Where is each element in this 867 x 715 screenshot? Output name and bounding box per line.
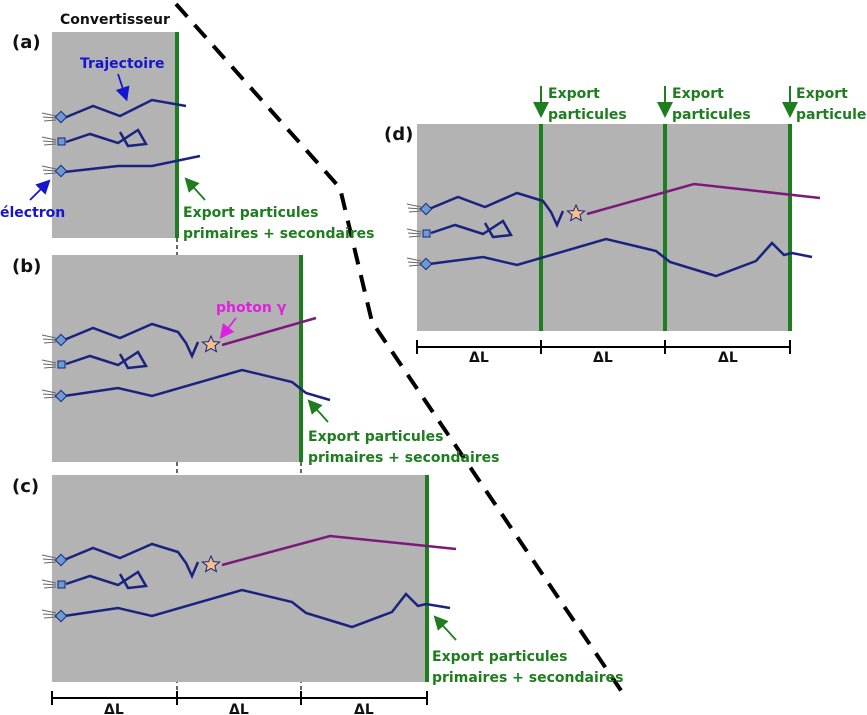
photon-star-icon [566,203,586,222]
electron-icon [406,228,431,238]
track-b-3 [63,368,331,402]
trajectoire-label: Trajectoire [80,56,164,72]
delta-l-label: ΔL [229,702,249,715]
delta-l-label: ΔL [104,702,124,715]
export-arrow-c [433,615,457,641]
track-c-photon [221,534,457,567]
panel-c [41,475,457,682]
panel-b [41,255,331,462]
panel-b-label: (b) [12,256,41,277]
panel-c-label: (c) [12,476,39,497]
panel-d-scale: ΔL ΔL ΔL [416,340,791,366]
delta-l-label: ΔL [718,350,738,366]
delta-l-label: ΔL [593,350,613,366]
converter-block-b [52,255,301,462]
electron-icon [406,257,433,271]
track-c-3 [63,588,451,629]
track-d-2 [430,219,514,239]
electron-icon [41,609,68,623]
track-b-photon [221,316,317,347]
trajectoire-arrow [115,73,130,102]
delta-l-label: ΔL [469,350,489,366]
photon-label: photon γ [216,300,287,316]
track-d-3 [428,237,813,278]
track-b-1 [63,322,200,360]
electron-icon [41,553,68,567]
panel-a-label: (a) [12,32,41,53]
panel-d [406,124,821,331]
track-c-2 [65,570,149,590]
panel-a [41,32,201,238]
electron-icon [41,333,68,347]
delta-l-label: ΔL [354,702,374,715]
electron-icon [41,579,66,589]
export-arrow-b [307,399,329,423]
track-d-1 [428,191,565,229]
export-label-c-line1: Export particules [432,649,567,665]
bottom-scale: ΔL ΔL ΔL [51,691,428,715]
export-d-3-line2: particules [796,107,867,123]
electron-icon [41,164,68,178]
export-label-c-line2: primaires + secondaires [432,670,623,686]
track-d-photon [586,182,821,216]
export-arrow-a [184,177,206,201]
export-d-1-line2: particules [548,107,627,123]
electron-icon [41,389,68,403]
electron-arrow [29,179,51,201]
photon-star-icon [201,554,221,573]
panel-d-label: (d) [384,124,413,145]
photon-arrow [219,317,237,339]
export-label-a-line2: primaires + secondaires [183,226,374,242]
electron-label: électron [0,205,65,221]
converter-title: Convertisseur [60,12,170,28]
export-d-2-line1: Export [672,86,724,102]
track-b-2 [65,350,149,370]
photon-star-icon [201,334,221,353]
export-d-1-line1: Export [548,86,600,102]
track-a-1 [63,98,187,120]
track-a-3 [63,154,201,174]
export-label-b-line1: Export particules [308,429,443,445]
electron-icon [41,359,66,369]
electron-icon [41,136,66,146]
electron-icon [406,202,433,216]
track-a-2 [65,128,149,148]
converter-block-c [52,475,427,682]
track-c-1 [63,542,200,580]
export-d-3-line1: Export [796,86,848,102]
export-label-b-line2: primaires + secondaires [308,450,499,466]
export-label-a-line1: Export particules [183,205,318,221]
electron-icon [41,110,68,124]
converter-block-a [52,32,177,238]
export-d-2-line2: particules [672,107,751,123]
converter-block-d [417,124,790,331]
separator-dashed-line [174,2,624,694]
